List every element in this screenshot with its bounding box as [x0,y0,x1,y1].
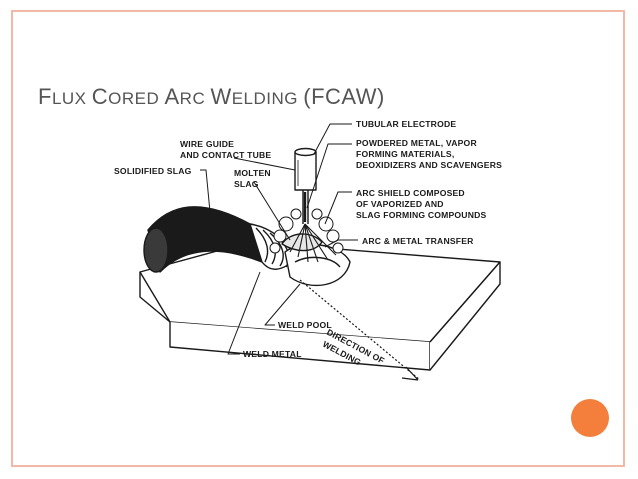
label-molten-slag-2: SLAG [234,179,259,189]
leader-arc-metal-transfer [324,239,358,248]
leader-wire-guide [233,157,296,171]
slide-title: FLUX CORED ARC WELDING (FCAW) [38,84,385,110]
title-part: W [210,84,232,109]
label-powdered-metal-3: DEOXIDIZERS AND SCAVENGERS [356,160,502,170]
workpiece-side-face [429,261,501,371]
arc-rays [289,223,337,263]
accent-dot [571,399,609,437]
title-part: ELDING [231,89,304,108]
title-part: LUX [51,89,92,108]
fcaw-diagram: TUBULAR ELECTRODE POWDERED METAL, VAPOR … [114,119,502,381]
label-arc-shield-2: OF VAPORIZED AND [356,199,444,209]
leader-lines [200,123,358,355]
label-weld-metal: WELD METAL [243,349,302,359]
title-part: ORED [108,89,165,108]
title-part: (FCAW) [303,84,385,109]
label-tubular-electrode: TUBULAR ELECTRODE [356,119,456,129]
label-arc-shield-3: SLAG FORMING COMPOUNDS [356,210,487,220]
label-arc-shield-1: ARC SHIELD COMPOSED [356,188,465,198]
title-part: F [38,84,52,109]
leader-weld-pool [264,283,301,326]
electrode-wire [302,190,309,224]
label-powdered-metal-2: FORMING MATERIALS, [356,149,454,159]
leader-powdered-metal [306,143,352,209]
title-part: A [164,84,180,109]
leader-molten-slag [253,181,291,241]
leader-weld-metal [227,271,261,355]
slide-frame [11,10,625,467]
label-wire-guide-1: WIRE GUIDE [180,139,234,149]
title-part: RC [179,89,211,108]
slag-bead-end [143,227,169,273]
label-wire-guide-2: AND CONTACT TUBE [180,150,271,160]
label-molten-slag-1: MOLTEN [234,168,271,178]
title-part: C [91,84,109,109]
label-arc-metal-transfer: ARC & METAL TRANSFER [362,236,474,246]
direction-arrow [299,279,421,381]
label-powdered-metal-1: POWDERED METAL, VAPOR [356,138,477,148]
molten-slag [281,233,323,252]
leader-arc-shield [324,191,352,225]
label-solidified-slag: SOLIDIFIED SLAG [114,166,192,176]
label-weld-pool: WELD POOL [278,320,332,330]
workpiece-left-face [139,272,171,323]
leader-tubular-electrode [313,123,352,155]
leader-solidified-slag [200,169,211,213]
